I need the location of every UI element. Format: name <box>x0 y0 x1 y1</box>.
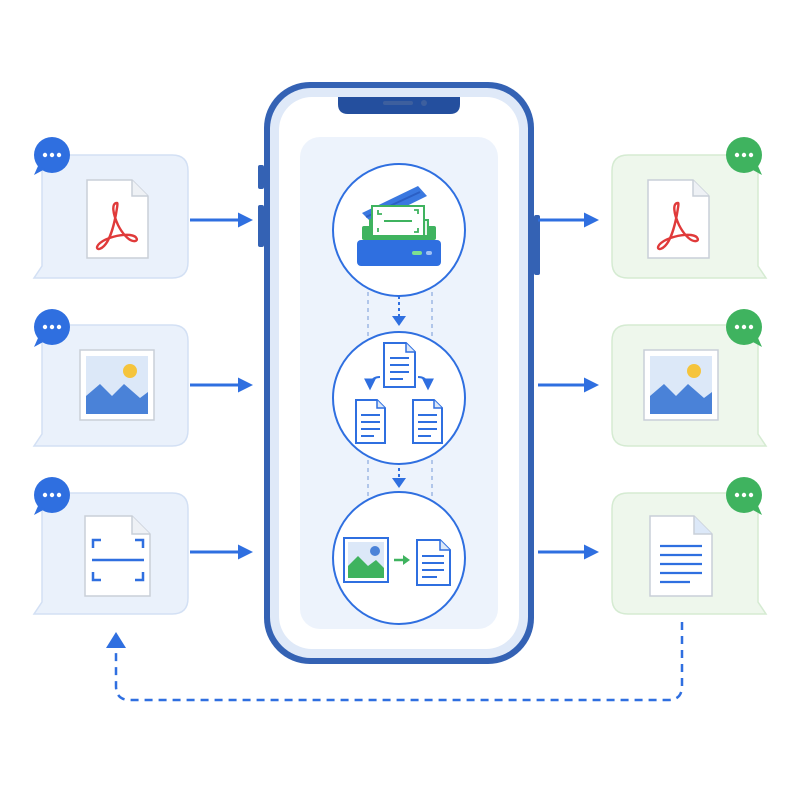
pdf-file-icon <box>647 179 710 259</box>
image-file-icon <box>643 349 719 421</box>
output-arrows <box>538 212 599 560</box>
chat-dots-icon <box>34 477 70 515</box>
process-connectors <box>367 292 433 506</box>
process-step-scan <box>332 163 466 297</box>
text-document-icon <box>649 515 713 597</box>
chat-dots-icon <box>34 309 70 347</box>
scanner-icon <box>357 186 441 266</box>
scan-frame-icon <box>84 515 151 597</box>
image-file-icon <box>79 349 155 421</box>
process-step-convert <box>332 491 466 625</box>
image-to-document-icon <box>343 537 451 586</box>
input-bubble-pdf <box>32 137 189 279</box>
pdf-file-icon <box>86 179 149 259</box>
input-bubble-scan <box>32 477 189 615</box>
document-split-icon <box>355 342 443 444</box>
input-bubble-image <box>32 309 189 447</box>
output-bubble-pdf <box>611 137 768 279</box>
chat-dots-icon <box>34 137 70 175</box>
chat-dots-icon <box>726 309 762 347</box>
output-bubble-document <box>611 477 768 615</box>
input-arrows <box>190 212 253 560</box>
feedback-loop <box>106 622 684 702</box>
phone-notch <box>338 97 460 114</box>
chat-dots-icon <box>726 137 762 175</box>
process-step-split <box>332 331 466 465</box>
loop-arrowhead <box>106 632 126 648</box>
output-bubble-image <box>611 309 768 447</box>
chat-dots-icon <box>726 477 762 515</box>
